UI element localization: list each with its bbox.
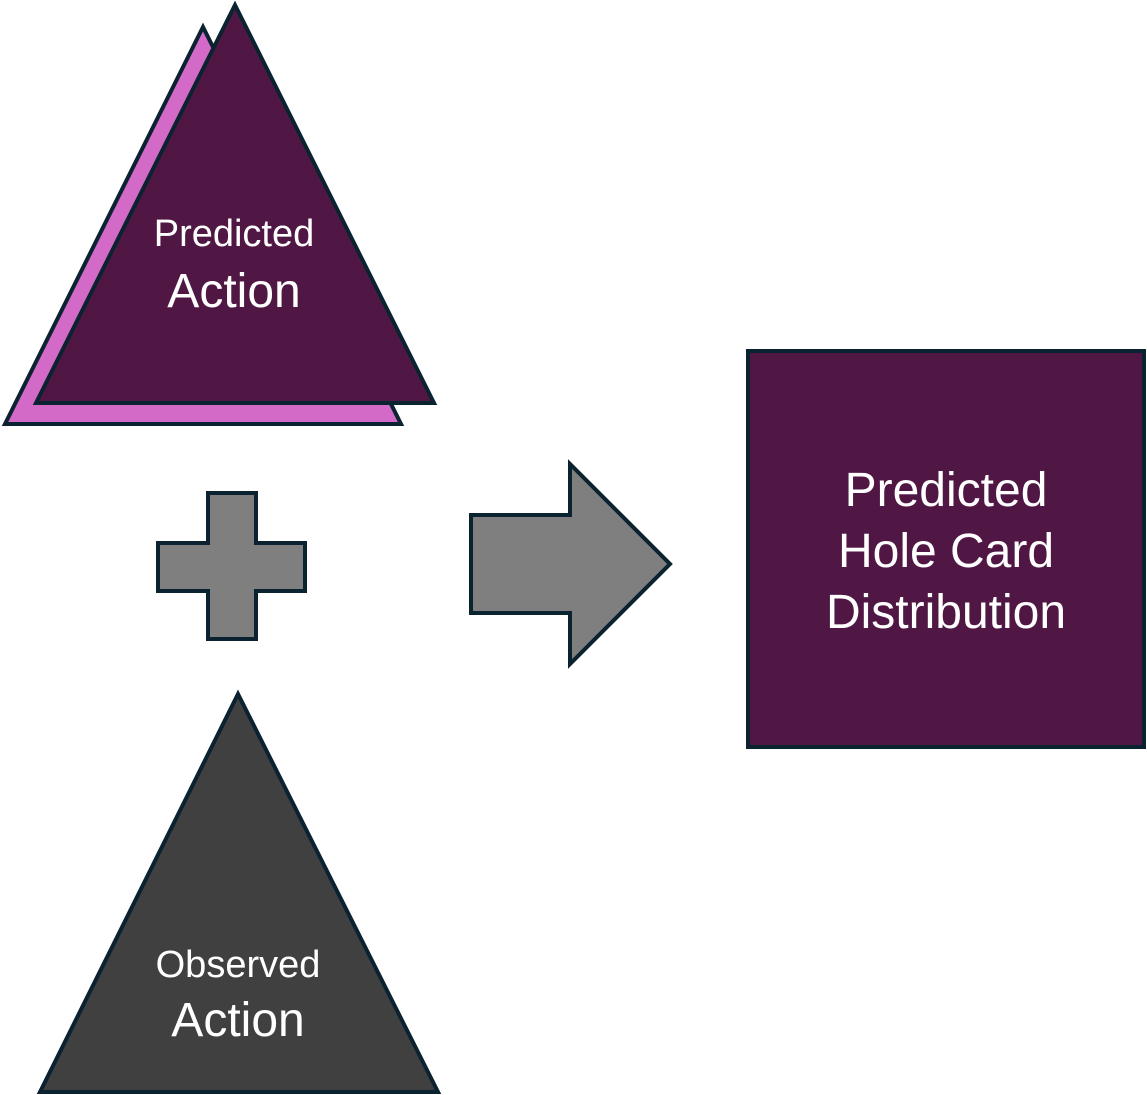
predicted-action-label-line2: Action: [167, 265, 300, 318]
predicted-action-triangle: [32, 0, 438, 405]
result-label-line2: Hole Card: [838, 525, 1054, 578]
observed-action-triangle: [36, 689, 442, 1094]
right-arrow-icon: [469, 459, 673, 669]
result-label-line1: Predicted: [845, 464, 1048, 517]
observed-action-label-line2: Action: [171, 994, 304, 1047]
predicted-hole-card-distribution-node: Predicted Hole Card Distribution: [746, 349, 1146, 749]
observed-action-node: Observed Action: [36, 689, 442, 1094]
plus-icon: [156, 491, 307, 641]
result-box: [746, 349, 1146, 749]
predicted-action-label-line1: Predicted: [154, 213, 315, 255]
result-label-line3: Distribution: [826, 586, 1066, 639]
predicted-action-node: Predicted Action: [1, 0, 438, 426]
observed-action-label-line1: Observed: [156, 944, 321, 986]
